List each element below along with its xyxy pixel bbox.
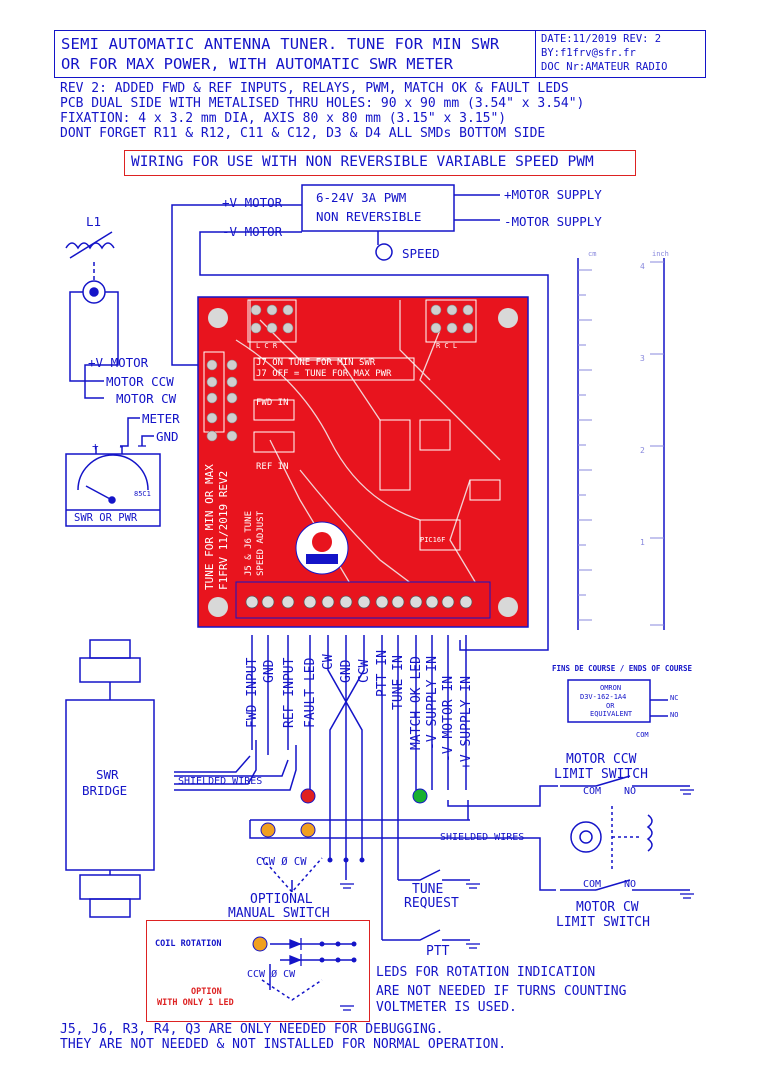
pcb-ic-label: PIC16F	[420, 536, 446, 544]
wiring-title-box: WIRING FOR USE WITH NON REVERSIBLE VARIA…	[124, 150, 636, 176]
terminal-minus-v-motor: -V MOTOR IN	[441, 675, 456, 762]
terminal-ccw: CCW	[357, 659, 372, 683]
title-date: DATE:11/2019 REV: 2	[541, 33, 662, 45]
cw-limit-title-1: MOTOR CW	[576, 900, 639, 915]
meter-plus-sign: +	[92, 440, 99, 453]
pcb-board	[197, 296, 529, 628]
left-plus-motor: +V MOTOR	[88, 355, 149, 370]
relay-line-4: EQUIVALENT	[590, 710, 633, 718]
ccw-com: COM	[583, 786, 602, 797]
pcb-left-header: L C R	[256, 342, 278, 350]
pcb-vertical-1: TUNE FOR MIN OR MAX	[203, 464, 216, 590]
terminal-cw: CW	[321, 654, 336, 670]
gnd-label: GND	[156, 429, 179, 444]
shielded-wires-1: SHIELDED WIRES	[178, 776, 263, 787]
pcb-vertical-4: SPEED ADJUST	[256, 510, 266, 576]
leds-note-2: ARE NOT NEEDED IF TURNS COUNTING	[376, 984, 627, 999]
ruler-tick-1: 1	[640, 538, 645, 547]
pcb-vertical-2: F1FRV 11/2019 REV2	[217, 470, 230, 590]
wiring-title: WIRING FOR USE WITH NON REVERSIBLE VARIA…	[131, 154, 594, 170]
pwm-line-2: NON REVERSIBLE	[316, 209, 422, 224]
option-switch-positions: CCW Ø CW	[247, 969, 296, 980]
note-4: DONT FORGET R11 & R12, C11 & C12, D3 & D…	[60, 126, 546, 141]
relay-line-1: OMRON	[600, 684, 622, 692]
speed-label: SPEED	[402, 246, 440, 261]
tune-label-2: REQUEST	[404, 896, 459, 911]
note-1: REV 2: ADDED FWD & REF INPUTS, RELAYS, P…	[60, 81, 569, 96]
title-line-2: OR FOR MAX POWER, WITH AUTOMATIC SWR MET…	[61, 55, 453, 73]
pcb-j7-on: J7 ON TUNE FOR MIN SWR	[256, 358, 376, 368]
title-author: BY:f1frv@sfr.fr	[541, 47, 636, 59]
terminal-plus-v-supply: +V SUPPLY IN	[459, 676, 474, 770]
coil-rotation-label: COIL ROTATION	[155, 939, 222, 949]
meter-scale-label: SWR OR PWR	[74, 512, 138, 524]
motor-ccw-label: MOTOR CCW	[106, 374, 174, 389]
relay-nc: NC	[670, 694, 679, 702]
pwm-plus-motor: +V MOTOR	[222, 195, 283, 210]
pcb-vertical-3: J5 & J6 TUNE	[244, 510, 254, 576]
bridge-label-1: SWR	[96, 767, 119, 782]
pwm-line-1: 6-24V 3A PWM	[316, 190, 407, 205]
meter-tag: 85C1	[134, 490, 151, 498]
terminal-fault-led: FAULT LED	[303, 657, 318, 728]
ruler-tick-2: 2	[640, 446, 645, 455]
minus-motor-supply: -MOTOR SUPPLY	[504, 214, 602, 229]
ruler-right-label: inch	[652, 250, 669, 258]
optional-label-1: OPTIONAL	[250, 892, 313, 907]
bridge-label-2: BRIDGE	[82, 783, 128, 798]
terminal-ref-input: REF INPUT	[282, 657, 297, 728]
option-box: COIL ROTATION CCW Ø CW OPTION WITH ONLY …	[146, 920, 370, 1022]
tune-label-1: TUNE	[412, 882, 444, 897]
pcb-ref-in: REF IN	[256, 462, 289, 472]
terminal-tune-in: TUNE IN	[391, 655, 406, 710]
ruler-left-label: cm	[588, 250, 597, 258]
cw-com: COM	[583, 879, 602, 890]
footer-2: THEY ARE NOT NEEDED & NOT INSTALLED FOR …	[60, 1037, 507, 1052]
option-label-2: WITH ONLY 1 LED	[157, 998, 234, 1008]
terminal-ptt-in: PTT IN	[375, 650, 390, 697]
terminal-fwd-input: FWD INPUT	[245, 657, 260, 728]
leds-note-3: VOLTMETER IS USED.	[376, 1000, 517, 1015]
terminal-minus-v-supply: -V SUPPLY IN	[425, 656, 440, 750]
note-2: PCB DUAL SIDE WITH METALISED THRU HOLES:…	[60, 96, 585, 111]
meter-minus-sign: -	[118, 440, 125, 453]
option-label-1: OPTION	[191, 987, 222, 997]
leds-note-1: LEDS FOR ROTATION INDICATION	[376, 965, 596, 980]
cw-no: NO	[624, 879, 637, 890]
terminal-match-ok-led: MATCH OK LED	[409, 656, 424, 750]
relay-line-2: D3V-162-1A4	[580, 693, 627, 701]
ccw-limit-title-1: MOTOR CCW	[566, 752, 637, 767]
plus-motor-supply: +MOTOR SUPPLY	[504, 187, 602, 202]
shielded-wires-2: SHIELDED WIRES	[440, 832, 525, 843]
footer-1: J5, J6, R3, R4, Q3 ARE ONLY NEEDED FOR D…	[60, 1022, 444, 1037]
title-doc: DOC Nr:AMATEUR RADIO	[541, 61, 668, 73]
optional-label-2: MANUAL SWITCH	[228, 906, 330, 921]
pcb-j7-off: J7 OFF = TUNE FOR MAX PWR	[256, 369, 392, 379]
motor-cw-label: MOTOR CW	[116, 391, 177, 406]
manual-switch-positions: CCW Ø CW	[256, 856, 307, 868]
ccw-no: NO	[624, 786, 637, 797]
note-3: FIXATION: 4 x 3.2 mm DIA, AXIS 80 x 80 m…	[60, 111, 507, 126]
limit-header: FINS DE COURSE / ENDS OF COURSE	[552, 664, 692, 673]
cw-limit-title-2: LIMIT SWITCH	[556, 915, 650, 930]
ccw-limit-title-2: LIMIT SWITCH	[554, 767, 648, 782]
pcb-fwd-in: FWD IN	[256, 398, 289, 408]
title-line-1: SEMI AUTOMATIC ANTENNA TUNER. TUNE FOR M…	[61, 35, 500, 53]
relay-no: NO	[670, 711, 679, 719]
pwm-minus-motor: -V MOTOR	[222, 224, 283, 239]
ruler-tick-4: 4	[640, 262, 645, 271]
terminal-gnd-2: GND	[339, 659, 354, 683]
relay-com: COM	[636, 731, 649, 739]
meter-label: METER	[142, 411, 180, 426]
title-block: SEMI AUTOMATIC ANTENNA TUNER. TUNE FOR M…	[54, 30, 706, 78]
pcb-right-header: R C L	[436, 342, 458, 350]
coil-label: L1	[86, 214, 102, 229]
relay-line-3: OR	[606, 702, 615, 710]
terminal-gnd-1: GND	[262, 659, 277, 683]
ptt-label: PTT	[426, 944, 450, 959]
ruler-tick-3: 3	[640, 354, 645, 363]
